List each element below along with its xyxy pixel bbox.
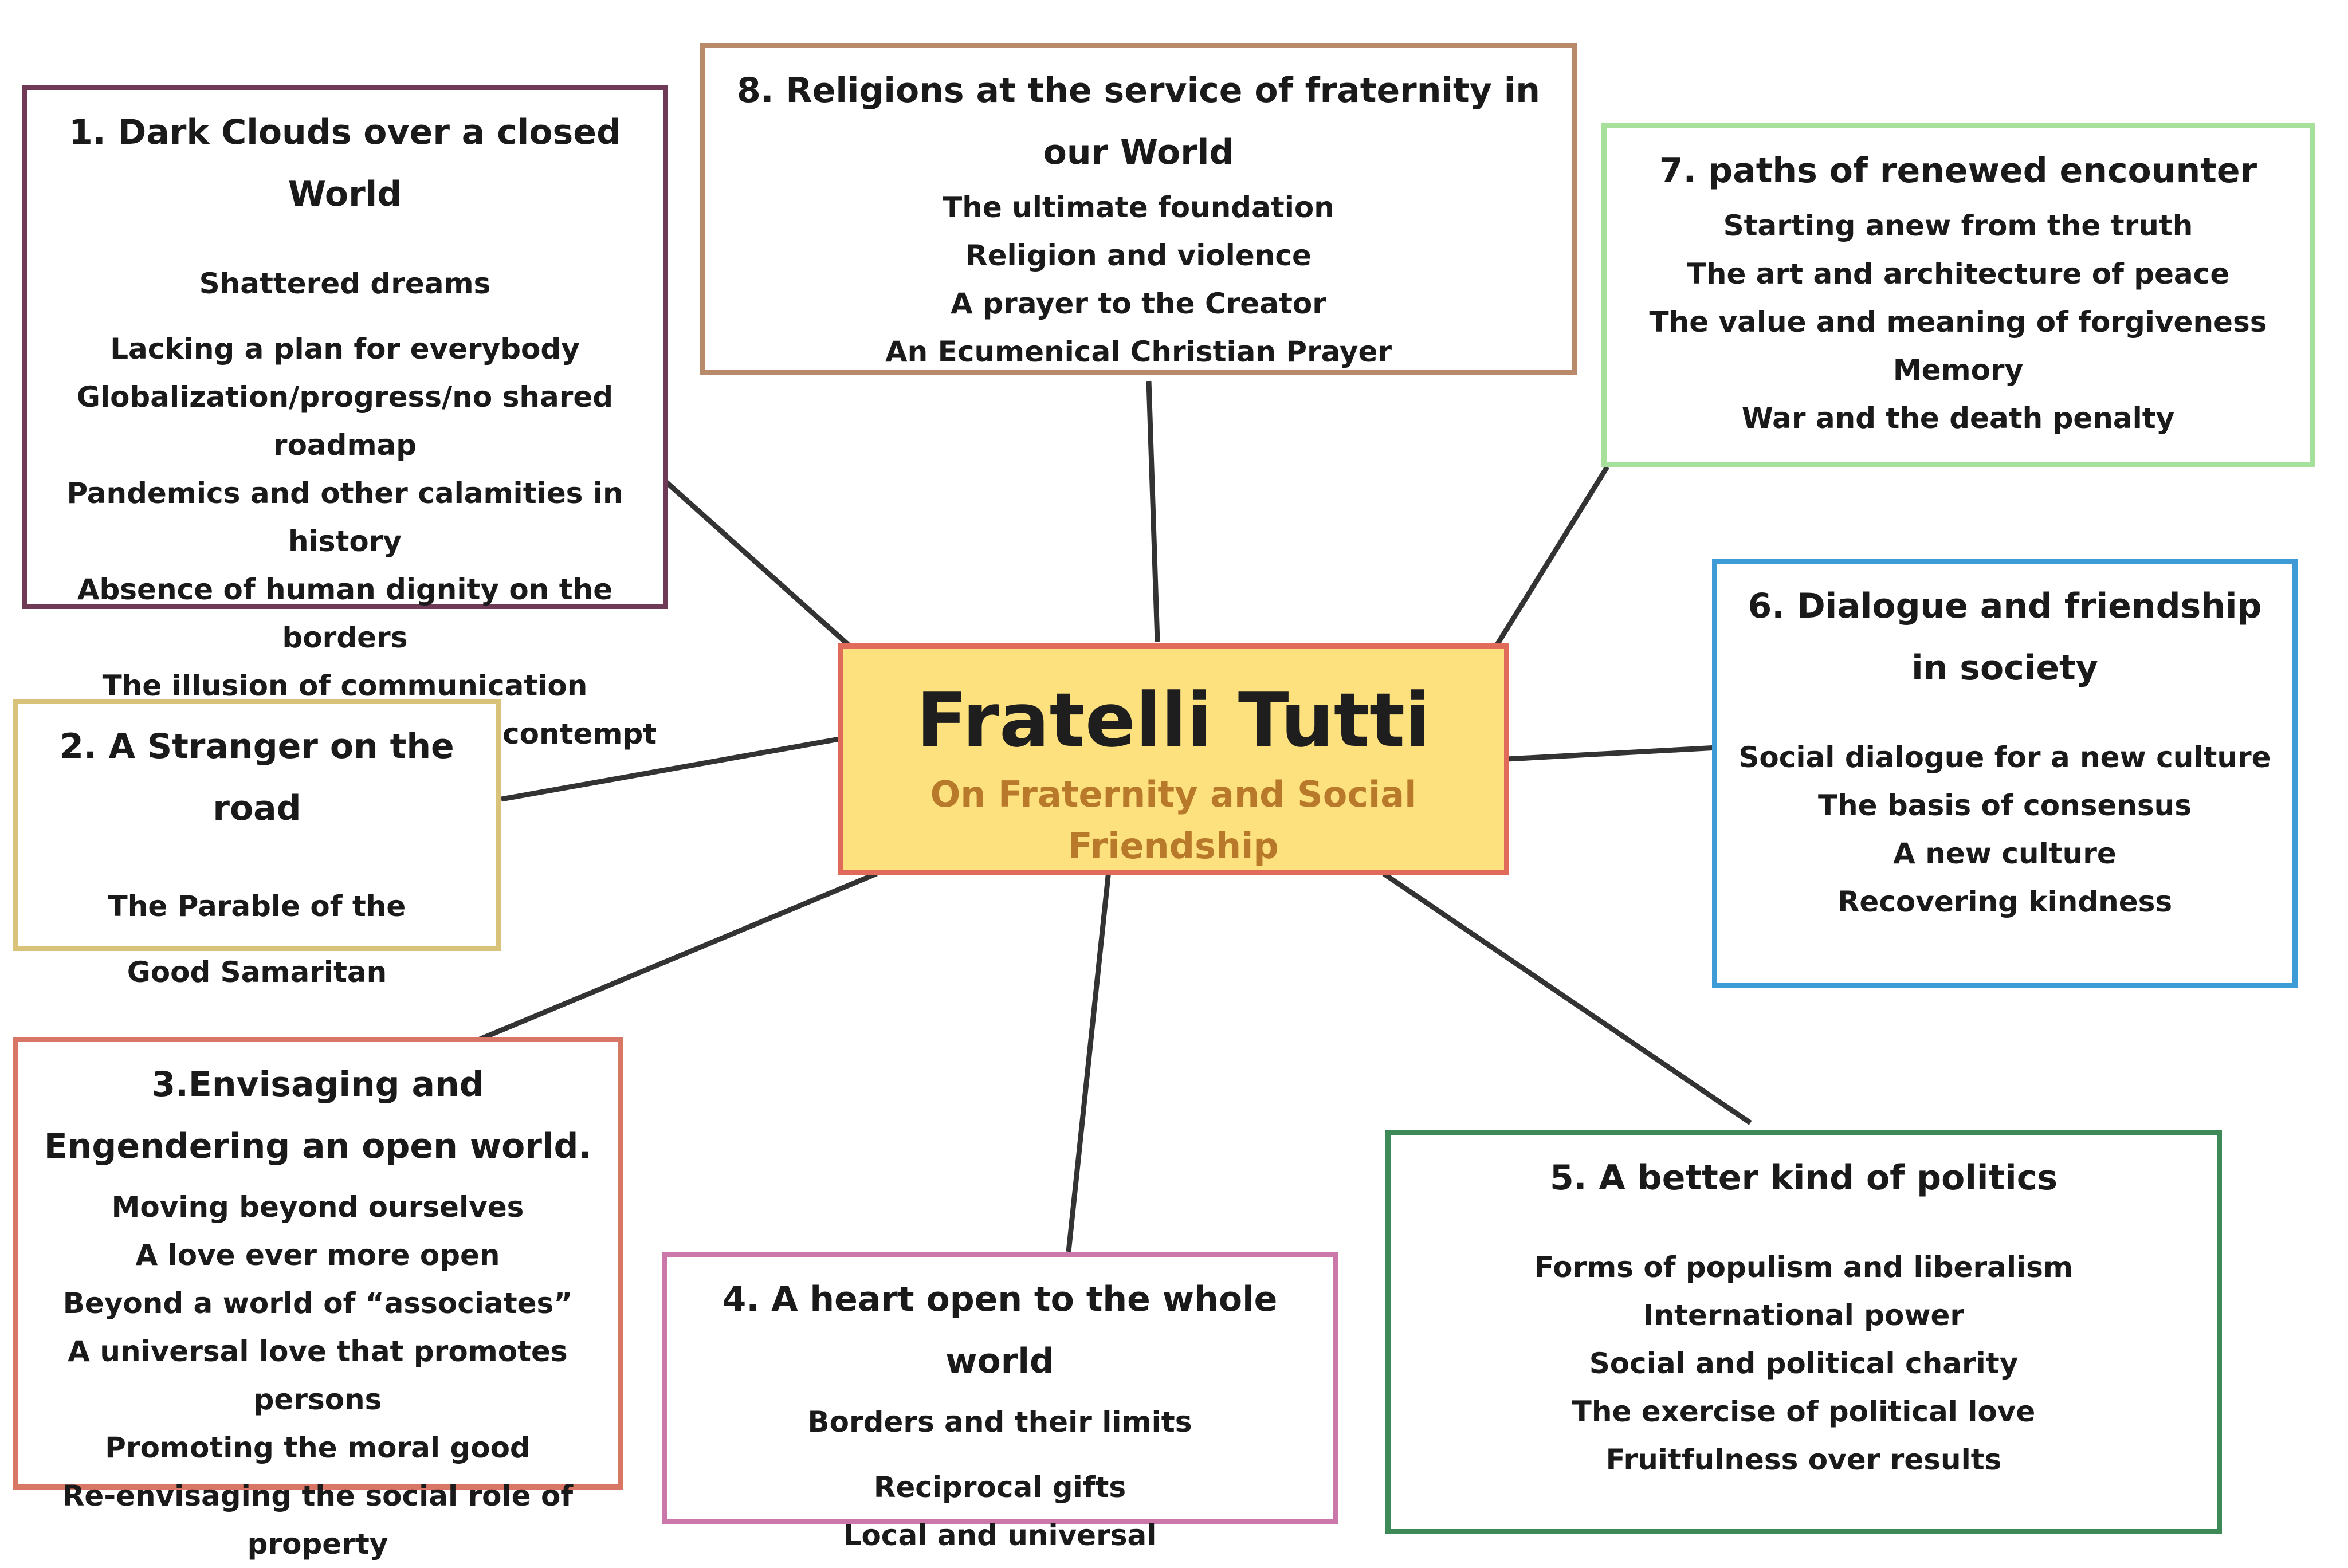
chapter-1-item: Lacking a plan for everybody: [110, 332, 580, 366]
chapter-6-title: 6. Dialogue and friendship in society: [1748, 586, 2262, 688]
chapter-5-title: 5. A better kind of politics: [1550, 1158, 2058, 1198]
chapter-6-box: 6. Dialogue and friendship in society So…: [1712, 559, 2298, 988]
connector-chapter-8: [1146, 380, 1160, 642]
chapter-1-box: 1. Dark Clouds over a closed World Shatt…: [22, 85, 668, 799]
chapter-8-item: Religion and violence: [965, 239, 1312, 272]
chapter-5-item: Fruitfulness over results: [1605, 1443, 2002, 1476]
chapter-8-item: The ultimate foundation: [943, 191, 1334, 224]
chapter-8-item: An Ecumenical Christian Prayer: [885, 335, 1392, 368]
chapter-3-item: Beyond a world of “associates”: [62, 1287, 573, 1320]
connector-chapter-2: [501, 736, 840, 802]
chapter-2-item: The Parable of the: [108, 890, 406, 923]
chapter-1-item: Pandemics and other calamities in histor…: [66, 477, 623, 558]
chapter-6-item: A new culture: [1893, 837, 2117, 870]
chapter-5-item: Social and political charity: [1589, 1347, 2019, 1380]
chapter-1-title: 1. Dark Clouds over a closed World: [69, 112, 621, 214]
chapter-7-title: 7. paths of renewed encounter: [1659, 151, 2257, 191]
chapter-7-item: Memory: [1892, 353, 2024, 387]
chapter-4-item: Local and universal: [843, 1519, 1157, 1552]
chapter-3-title: 3.Envisaging and Engendering an open wor…: [44, 1064, 592, 1166]
chapter-4-box: 4. A heart open to the whole world Borde…: [662, 1252, 1338, 1552]
chapter-7-item: The art and architecture of peace: [1686, 257, 2230, 290]
chapter-8-title: 8. Religions at the service of fraternit…: [737, 70, 1540, 172]
center-subtitle: On Fraternity and Social Friendship: [930, 773, 1417, 867]
connector-chapter-1: [657, 473, 850, 647]
connector-chapter-6: [1506, 745, 1718, 762]
chapter-6-item: Social dialogue for a new culture: [1738, 741, 2271, 774]
chapter-8-item: A prayer to the Creator: [951, 287, 1326, 320]
chapter-4-item: Reciprocal gifts: [873, 1471, 1126, 1504]
chapter-1-item: The illusion of communication: [102, 669, 588, 702]
chapter-4-title: 4. A heart open to the whole world: [722, 1279, 1278, 1381]
chapter-5-item: Forms of populism and liberalism: [1534, 1251, 2074, 1284]
chapter-1-item: Absence of human dignity on the borders: [77, 573, 613, 654]
chapter-7-box: 7. paths of renewed encounter Starting a…: [1601, 123, 2315, 467]
chapter-3-item: A love ever more open: [135, 1239, 500, 1272]
connector-chapter-3: [477, 871, 878, 1043]
chapter-3-item: Promoting the moral good: [105, 1431, 531, 1464]
center-title: Fratelli Tutti: [916, 677, 1431, 764]
chapter-5-item: International power: [1643, 1299, 1965, 1332]
chapter-3-item: A universal love that promotes persons: [68, 1335, 568, 1416]
chapter-3-item: Moving beyond ourselves: [111, 1190, 524, 1224]
chapter-7-item: Starting anew from the truth: [1723, 209, 2193, 242]
chapter-1-item: Shattered dreams: [199, 267, 491, 300]
chapter-6-item: The basis of consensus: [1817, 789, 2192, 822]
connector-chapter-4: [1066, 870, 1112, 1252]
chapter-2-box: 2. A Stranger on the road The Parable of…: [13, 699, 501, 989]
chapter-2-item: Good Samaritan: [127, 956, 387, 989]
chapter-8-box: 8. Religions at the service of fraternit…: [700, 43, 1577, 375]
chapter-7-item: War and the death penalty: [1741, 402, 2175, 435]
connector-chapter-7: [1493, 465, 1609, 649]
connector-chapter-5: [1382, 871, 1752, 1125]
chapter-3-item: Re-envisaging the social role of propert…: [62, 1479, 574, 1561]
chapter-5-item: The exercise of political love: [1572, 1395, 2036, 1428]
chapter-4-item: Borders and their limits: [807, 1405, 1192, 1439]
chapter-7-item: The value and meaning of forgiveness: [1649, 305, 2267, 339]
chapter-1-item: Globalization/progress/no shared roadmap: [76, 380, 614, 462]
chapter-6-item: Recovering kindness: [1837, 885, 2173, 918]
chapter-2-title: 2. A Stranger on the road: [60, 726, 454, 828]
center-topic: Fratelli Tutti On Fraternity and Social …: [838, 643, 1509, 875]
chapter-3-box: 3.Envisaging and Engendering an open wor…: [13, 1037, 623, 1561]
chapter-5-box: 5. A better kind of politics Forms of po…: [1385, 1130, 2222, 1534]
